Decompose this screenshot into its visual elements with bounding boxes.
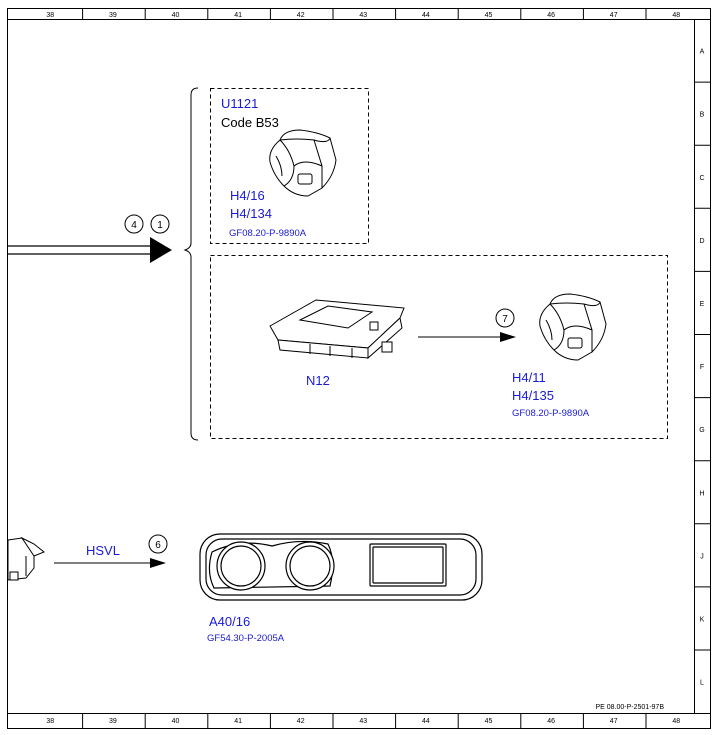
grid-col-label-top: 47 — [610, 12, 618, 19]
circle-marker-6: 6 — [148, 534, 168, 554]
grid-row-label: B — [700, 112, 705, 119]
frame-outer — [7, 8, 711, 729]
grid-col-label-bottom: 43 — [359, 718, 367, 725]
svg-text:1: 1 — [157, 220, 163, 231]
grid-col-label-bottom: 44 — [422, 718, 430, 725]
arrow-head-n12 — [500, 332, 516, 342]
label-h4-16: H4/16 — [230, 188, 265, 203]
svg-text:7: 7 — [502, 314, 508, 325]
label-h4-135: H4/135 — [512, 388, 554, 403]
grid-col-label-bottom: 47 — [610, 718, 618, 725]
column-ticks: 3838393940404141424243434444454546464747… — [46, 8, 680, 728]
grid-row-label: C — [699, 175, 704, 182]
footer-reference: PE 08.00-P-2501-97B — [596, 704, 665, 711]
grid-col-label-bottom: 46 — [547, 718, 555, 725]
grid-col-label-top: 39 — [109, 12, 117, 19]
svg-text:4: 4 — [131, 220, 137, 231]
grid-col-label-top: 41 — [234, 12, 242, 19]
signal-hsvl: HSVL — [86, 543, 120, 558]
instrument-cluster-icon — [199, 533, 483, 601]
arrow-head — [150, 237, 172, 263]
grid-col-label-top: 40 — [172, 12, 180, 19]
code-u1121: U1121 — [221, 96, 258, 111]
group-box-top — [210, 88, 369, 244]
label-n12: N12 — [306, 373, 330, 388]
grid-col-label-bottom: 41 — [234, 718, 242, 725]
grid-row-label: L — [700, 680, 704, 687]
grid-row-label: F — [700, 364, 704, 371]
input-arrow — [8, 237, 172, 263]
label-h4-11: H4/11 — [512, 370, 546, 385]
grid-col-label-bottom: 40 — [172, 718, 180, 725]
circle-marker-1: 1 — [150, 214, 170, 234]
circle-marker-7: 7 — [495, 308, 515, 328]
bracket — [183, 87, 199, 441]
grid-col-label-top: 42 — [297, 12, 305, 19]
grid-row-label: H — [699, 490, 704, 497]
partial-module-icon — [7, 536, 45, 581]
grid-row-label: G — [699, 427, 704, 434]
grid-col-label-bottom: 45 — [485, 718, 493, 725]
ref-gf08-bottom: GF08.20-P-9890A — [512, 408, 590, 419]
control-module-icon — [269, 299, 405, 360]
grid-col-label-bottom: 38 — [46, 718, 54, 725]
circle-marker-4: 4 — [124, 214, 144, 234]
grid-col-label-top: 45 — [485, 12, 493, 19]
lamp-socket-icon-2 — [539, 293, 607, 361]
grid-col-label-bottom: 39 — [109, 718, 117, 725]
label-h4-134: H4/134 — [230, 206, 272, 221]
grid-row-label: D — [699, 238, 704, 245]
grid-col-label-top: 46 — [547, 12, 555, 19]
ref-gf54: GF54.30-P-2005A — [207, 633, 285, 644]
svg-text:6: 6 — [155, 540, 161, 551]
row-ticks: A B C D E F G H J K L — [694, 49, 711, 687]
grid-col-label-top: 44 — [422, 12, 430, 19]
code-b53: Code B53 — [221, 115, 279, 130]
arrow-head-hsvl — [150, 558, 166, 568]
grid-row-label: A — [700, 49, 705, 56]
grid-col-label-top: 38 — [46, 12, 54, 19]
grid-col-label-bottom: 48 — [672, 718, 680, 725]
grid-col-label-bottom: 42 — [297, 718, 305, 725]
grid-row-label: J — [700, 553, 704, 560]
lamp-socket-icon — [269, 129, 337, 197]
label-a40-16: A40/16 — [209, 614, 250, 629]
grid-col-label-top: 48 — [672, 12, 680, 19]
grid-col-label-top: 43 — [359, 12, 367, 19]
grid-row-label: E — [700, 301, 705, 308]
group-box-bottom — [210, 255, 668, 439]
grid-row-label: K — [700, 616, 705, 623]
ref-gf08-top: GF08.20-P-9890A — [229, 228, 307, 239]
